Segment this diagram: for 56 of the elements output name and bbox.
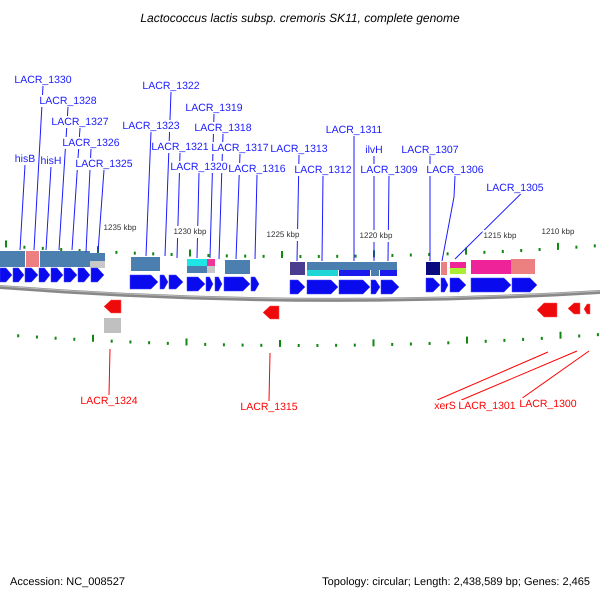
leader-line: [98, 170, 104, 252]
gene-label: LACR_1326: [62, 137, 120, 149]
gene-label: LACR_1315: [240, 401, 298, 413]
leader-line: [46, 166, 52, 250]
scale-label: 1235 kbp: [102, 222, 138, 234]
title: Lactococcus lactis subsp. cremoris SK11, complete genome: [139, 12, 461, 24]
gene-label: LACR_1319: [185, 102, 243, 114]
gene-label: LACR_1305: [486, 182, 544, 194]
leader-line: [254, 174, 258, 260]
leader-line: [522, 350, 590, 398]
gene-label: LACR_1330: [14, 74, 72, 86]
summary-label: Topology: circular; Length: 2,438,589 bp; Genes: 2,465: [322, 576, 590, 588]
gene-label: LACR_1312: [294, 164, 352, 176]
leader-line: [268, 352, 270, 402]
gene-label: xerS: [434, 400, 456, 412]
gene-label: LACR_1327: [51, 116, 109, 128]
gene-label: ilvH: [365, 144, 383, 156]
gene-label: hisB: [14, 153, 36, 165]
leader-line: [20, 164, 26, 250]
leader-line: [442, 176, 456, 262]
leader-line: [146, 132, 152, 256]
gene-label: LACR_1318: [194, 122, 252, 134]
leader-line: [196, 172, 200, 258]
gene-label: LACR_1311: [326, 124, 382, 136]
leader-line: [436, 352, 548, 400]
gene-label: LACR_1328: [39, 95, 97, 107]
scale-label: 1225 kbp: [266, 229, 300, 241]
leader-line: [460, 350, 578, 400]
leader-line: [236, 154, 240, 260]
gene-label: LACR_1309: [360, 164, 418, 176]
scale-label: 1230 kbp: [172, 226, 208, 238]
leader-line: [164, 92, 172, 256]
gene-label: LACR_1323: [122, 120, 180, 132]
leader-line: [86, 148, 92, 252]
leader-line: [322, 176, 324, 262]
gene-label: LACR_1317: [211, 142, 269, 154]
leader-line: [108, 348, 110, 396]
gene-label: LACR_1325: [75, 158, 133, 170]
leader-line: [454, 194, 522, 260]
accession-label: Accession: NC_008527: [10, 576, 125, 588]
gene-label: LACR_1320: [170, 161, 228, 173]
gene-label: LACR_1322: [142, 80, 200, 92]
scale-label: 1215 kbp: [482, 230, 518, 242]
scale-label: 1210 kbp: [540, 226, 576, 238]
leader-line: [34, 86, 44, 250]
gene-label: LACR_1306: [426, 164, 484, 176]
gene-label: LACR_1307: [401, 144, 459, 156]
gene-label: LACR_1316: [228, 163, 286, 175]
gene-label: LACR_1301: [458, 400, 516, 412]
scale-label: 1220 kbp: [358, 230, 394, 242]
gene-label: LACR_1313: [270, 143, 328, 155]
gene-label: hisH: [40, 155, 62, 167]
gene-label: LACR_1300: [519, 398, 577, 410]
leader-line: [388, 176, 390, 262]
gene-label: LACR_1321: [151, 141, 209, 153]
gene-label: LACR_1324: [80, 395, 138, 407]
